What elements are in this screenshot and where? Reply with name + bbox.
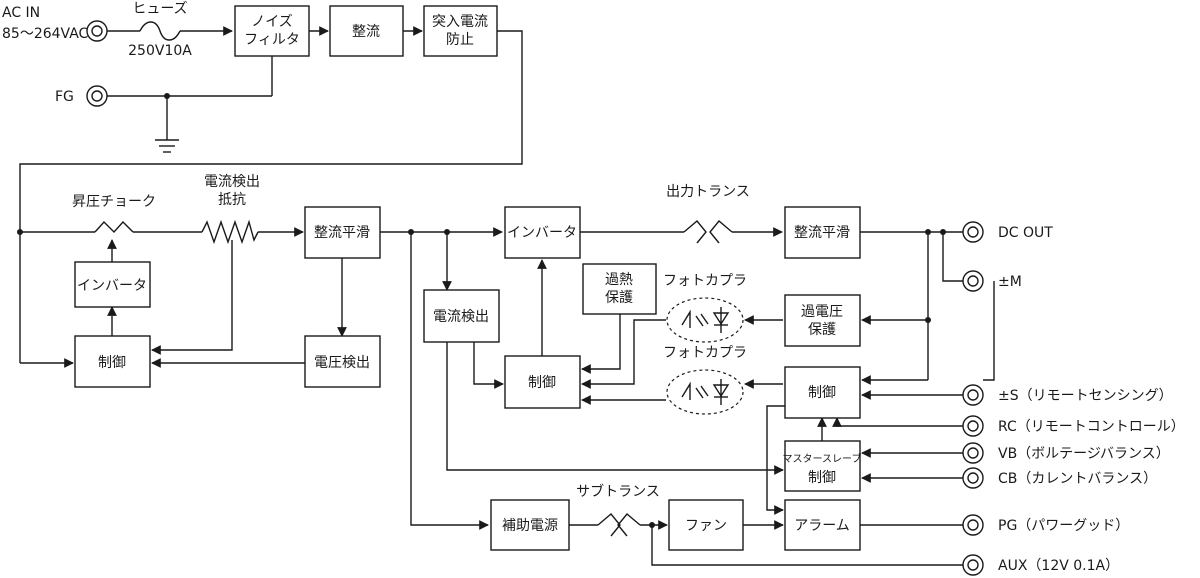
- aux-power-text: 補助電源: [502, 518, 558, 534]
- output-transformer-label: 出力トランス: [666, 184, 750, 200]
- pg-label: PG（パワーグッド）: [998, 518, 1129, 534]
- inrush-text-1: 突入電流: [432, 14, 488, 30]
- resistor-symbol: [201, 219, 259, 245]
- alarm-block: [784, 499, 861, 551]
- labels: AC IN 85～264VAC ヒューズ 250V10A FG ノイズ フィルタ…: [2, 1, 1185, 574]
- photocoupler-1-label: フォトカプラ: [663, 273, 747, 289]
- wiring: [19, 26, 995, 566]
- ovp-block: [784, 294, 861, 347]
- inverter-left-block: [74, 261, 151, 308]
- boost-choke-symbol: [94, 220, 134, 234]
- rectifier-text: 整流: [352, 24, 380, 40]
- fuse-rating-label: 250V10A: [128, 43, 192, 59]
- current-sense-res-label-2: 抵抗: [218, 192, 246, 208]
- aux-power-block: [490, 499, 570, 551]
- output-transformer-symbol: [683, 220, 733, 244]
- dc-out-terminal: [962, 221, 984, 243]
- master-slave-text-2: 制御: [808, 470, 836, 486]
- fg-label: FG: [55, 89, 74, 105]
- dc-out-label: DC OUT: [998, 225, 1053, 241]
- control-primary-block: [504, 355, 581, 409]
- junction-dots: [17, 93, 946, 528]
- fan-text: ファン: [685, 518, 727, 534]
- rect-smooth-1-block: [304, 206, 381, 259]
- overheat-text-2: 保護: [605, 290, 633, 306]
- fuse-symbol: [139, 21, 181, 41]
- vb-label: VB（ボルテージバランス）: [998, 446, 1170, 462]
- rectifier-block: [329, 5, 404, 57]
- current-sense-res-label-1: 電流検出: [204, 174, 260, 190]
- sub-transformer-symbol: [597, 513, 641, 537]
- current-detect-text: 電流検出: [433, 309, 489, 325]
- inverter-left-text: インバータ: [77, 278, 147, 294]
- current-detect-block: [423, 289, 500, 343]
- noise-filter-text-2: フィルタ: [244, 32, 300, 48]
- control-primary-text: 制御: [528, 375, 556, 391]
- ac-in-label: AC IN: [2, 5, 40, 21]
- rect-smooth-2-block: [784, 206, 861, 259]
- rect-smooth-1-text: 整流平滑: [314, 224, 370, 241]
- photocoupler-1: [666, 297, 744, 343]
- voltage-detect-text: 電圧検出: [314, 355, 370, 371]
- master-slave-block: [784, 440, 861, 492]
- control-secondary-block: [784, 366, 861, 419]
- fg-terminal: [86, 85, 108, 107]
- m-label: ±M: [998, 274, 1022, 290]
- fan-block: [668, 499, 744, 551]
- noise-filter-block: [234, 5, 310, 57]
- noise-filter-text-1: ノイズ: [251, 14, 293, 30]
- ac-range-label: 85～264VAC: [2, 26, 89, 42]
- inverter-main-block: [504, 206, 581, 259]
- ovp-text-1: 過電圧: [801, 304, 843, 320]
- vb-terminal: [962, 442, 984, 464]
- rc-label: RC（リモートコントロール）: [998, 419, 1185, 435]
- aux-label: AUX（12V 0.1A）: [998, 558, 1119, 574]
- control-secondary-text: 制御: [808, 385, 836, 401]
- boost-choke-label: 昇圧チョーク: [72, 194, 156, 210]
- s-label: ±S（リモートセンシング）: [998, 388, 1173, 404]
- ovp-text-2: 保護: [808, 322, 836, 338]
- photocoupler-2-label: フォトカプラ: [663, 345, 747, 361]
- fuse-label: ヒューズ: [132, 1, 187, 17]
- input-terminals: [86, 20, 108, 107]
- master-slave-text-1: マスタースレーブ: [783, 452, 862, 465]
- cb-label: CB（カレントバランス）: [998, 471, 1157, 487]
- overheat-text-1: 過熱: [605, 272, 633, 288]
- rc-terminal: [962, 415, 984, 437]
- inrush-text-2: 防止: [446, 32, 474, 48]
- control-left-block: [74, 335, 151, 388]
- inverter-main-text: インバータ: [507, 225, 577, 241]
- pg-terminal: [962, 514, 984, 536]
- sub-transformer-label: サブトランス: [576, 483, 660, 500]
- ac-in-terminal: [86, 20, 108, 42]
- overheat-block: [582, 263, 657, 315]
- m-terminal: [962, 270, 984, 292]
- control-left-text: 制御: [98, 355, 126, 371]
- photocoupler-2: [666, 369, 744, 415]
- cb-terminal: [962, 467, 984, 489]
- rect-smooth-2-text: 整流平滑: [794, 224, 850, 241]
- output-terminals: [962, 221, 984, 576]
- inrush-block: [423, 5, 498, 57]
- alarm-text: アラーム: [794, 518, 850, 534]
- aux-terminal: [962, 554, 984, 576]
- s-terminal: [962, 384, 984, 406]
- voltage-detect-block: [304, 335, 381, 388]
